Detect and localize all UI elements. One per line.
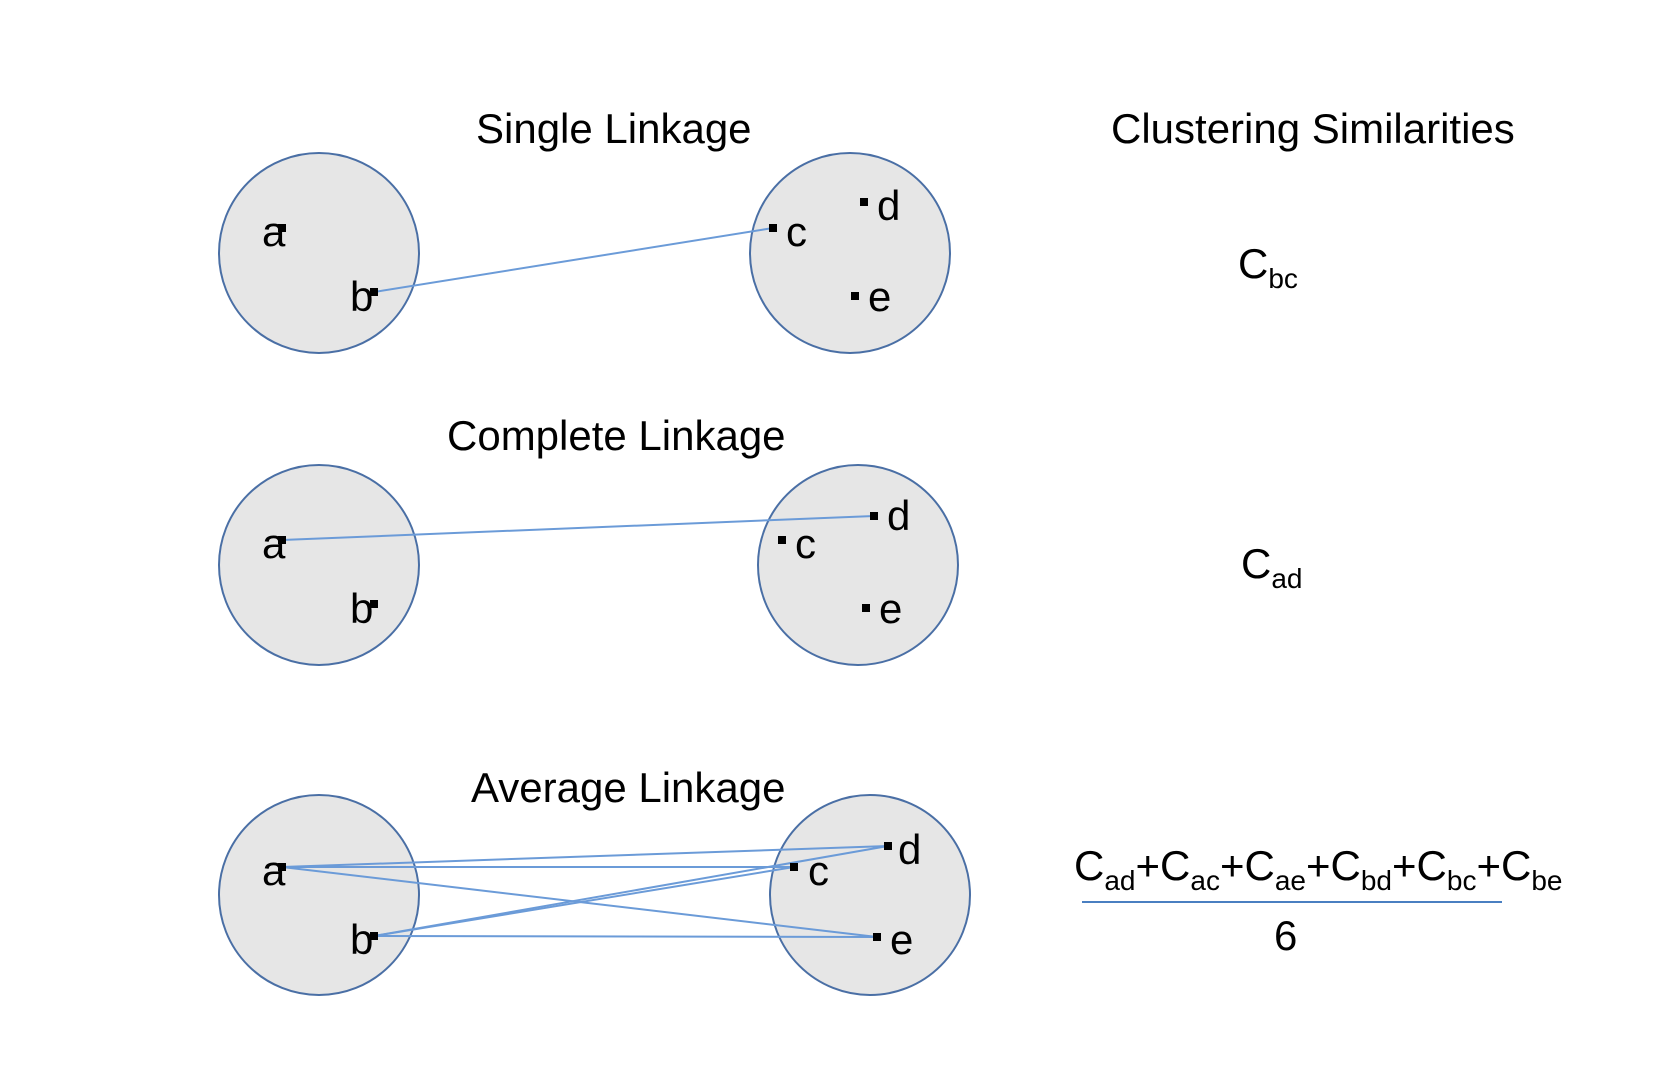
term-base: C: [1501, 842, 1532, 889]
point-a-label: a: [262, 847, 286, 894]
point-b-label: b: [350, 273, 373, 320]
panel-title-average: Average Linkage: [471, 764, 786, 811]
point-c-label: c: [808, 847, 829, 894]
panel-complete: a b c de: [218, 464, 959, 666]
point-c-label: c: [786, 208, 807, 255]
point-b-marker: [370, 600, 378, 608]
similarity-base: C: [1241, 540, 1272, 587]
similarity-base: C: [1238, 240, 1269, 287]
term-base: C: [1416, 842, 1447, 889]
term-sub: bc: [1446, 865, 1477, 896]
point-a-label: a: [262, 520, 286, 567]
points-single: a b c de: [262, 182, 900, 320]
similarity-sub: bc: [1268, 263, 1298, 294]
cluster-left: [218, 152, 420, 354]
cluster-left: [218, 464, 420, 666]
term-base: C: [1074, 842, 1105, 889]
link-b-c: [373, 227, 774, 293]
term-sub: bd: [1360, 865, 1393, 896]
similarity-complete: Cad: [1241, 543, 1303, 593]
point-e-label: e: [868, 273, 891, 320]
link-b-d: [373, 845, 889, 937]
link-b-e: [373, 935, 878, 938]
point-a-marker: [278, 536, 286, 544]
point-e-marker: [873, 933, 881, 941]
panel-title-complete: Complete Linkage: [447, 412, 786, 459]
plus-operator: +: [1392, 842, 1417, 889]
term-sub: ae: [1274, 865, 1306, 896]
point-e-label: e: [879, 585, 902, 632]
point-d-marker: [884, 842, 892, 850]
plus-operator: +: [1305, 842, 1331, 889]
term-base: C: [1160, 842, 1191, 889]
point-d-label: d: [877, 182, 900, 229]
term-sub: be: [1531, 865, 1563, 896]
link-a-d: [281, 845, 889, 868]
links-average: [281, 845, 889, 938]
point-c-marker: [790, 863, 798, 871]
similarity-single: Cbc: [1238, 243, 1298, 293]
panel-single: a b c de: [218, 152, 951, 354]
point-d-label: d: [898, 826, 921, 873]
cluster-left: [218, 794, 420, 996]
link-a-d: [281, 515, 875, 541]
links-single: [373, 227, 774, 293]
term-sub: ac: [1190, 865, 1220, 896]
similarity-average-numerator: Cad+Cac+Cae+Cbd+Cbc+Cbe: [1074, 845, 1563, 895]
cluster-right: [769, 794, 971, 996]
point-c-marker: [778, 536, 786, 544]
plus-operator: +: [1219, 842, 1245, 889]
plus-operator: +: [1476, 842, 1501, 889]
point-e-marker: [851, 292, 859, 300]
term-base: C: [1330, 842, 1361, 889]
point-a-marker: [278, 224, 286, 232]
point-e-marker: [862, 604, 870, 612]
similarity-average-denominator: 6: [1274, 912, 1298, 959]
term-base: C: [1244, 842, 1275, 889]
similarities-title: Clustering Similarities: [1111, 105, 1515, 152]
point-c-marker: [769, 224, 777, 232]
point-b-label: b: [350, 916, 373, 963]
point-e-label: e: [890, 916, 913, 963]
point-c-label: c: [795, 520, 816, 567]
panel-average: a b c de: [218, 794, 971, 996]
point-d-label: d: [887, 492, 910, 539]
term-sub: ad: [1104, 865, 1136, 896]
similarity-sub: ad: [1271, 563, 1303, 594]
points-average: a b c de: [262, 826, 921, 963]
points-complete: a b c de: [262, 492, 910, 632]
point-a-marker: [278, 863, 286, 871]
point-a-label: a: [262, 208, 286, 255]
point-b-label: b: [350, 585, 373, 632]
point-b-marker: [370, 288, 378, 296]
panel-title-single: Single Linkage: [476, 105, 752, 152]
plus-operator: +: [1135, 842, 1161, 889]
links-complete: [281, 515, 875, 541]
point-d-marker: [870, 512, 878, 520]
cluster-right: [749, 152, 951, 354]
fraction-bar: [1082, 901, 1502, 903]
cluster-right: [757, 464, 959, 666]
point-b-marker: [370, 932, 378, 940]
point-d-marker: [860, 198, 868, 206]
